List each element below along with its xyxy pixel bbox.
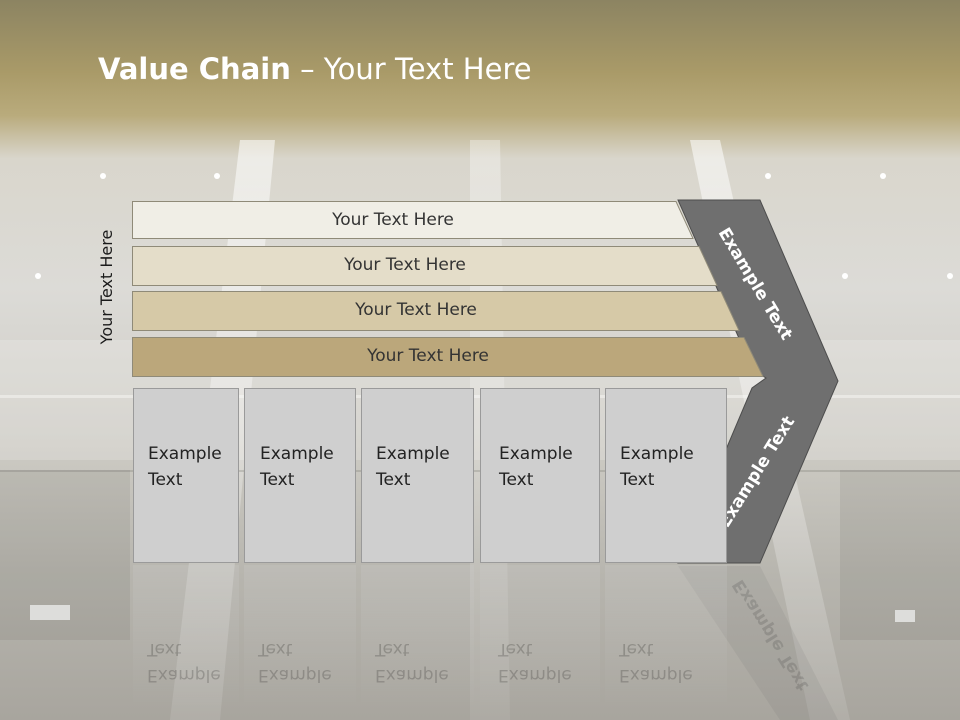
band-2: Your Text Here bbox=[132, 246, 718, 286]
band-2-label: Your Text Here bbox=[344, 255, 466, 275]
box-5-line1: Example bbox=[620, 444, 694, 464]
box-2-line2: Text bbox=[260, 470, 295, 490]
box-5-line2: Text bbox=[620, 470, 655, 490]
band-1: Your Text Here bbox=[132, 201, 694, 239]
box-4-line1: Example bbox=[499, 444, 573, 464]
activity-box-2: Example Text bbox=[244, 388, 356, 563]
band-1-label: Your Text Here bbox=[332, 210, 454, 230]
band-3: Your Text Here bbox=[132, 291, 740, 331]
band-4: Your Text Here bbox=[132, 337, 764, 377]
title-bold: Value Chain bbox=[98, 52, 291, 86]
activity-box-1: Example Text bbox=[133, 388, 239, 563]
band-4-label: Your Text Here bbox=[367, 346, 489, 366]
activity-box-3: Example Text bbox=[361, 388, 474, 563]
title-rest: – Your Text Here bbox=[290, 52, 532, 86]
box-3-line1: Example bbox=[376, 444, 450, 464]
box-3-line2: Text bbox=[376, 470, 411, 490]
activity-box-4: Example Text bbox=[480, 388, 600, 563]
box-4-line2: Text bbox=[499, 470, 534, 490]
band-3-label: Your Text Here bbox=[355, 300, 477, 320]
box-2-line1: Example bbox=[260, 444, 334, 464]
activity-box-5: Example Text bbox=[605, 388, 727, 563]
box-1-line1: Example bbox=[148, 444, 222, 464]
page-title: Value Chain – Your Text Here bbox=[98, 52, 532, 86]
box-1-line2: Text bbox=[148, 470, 183, 490]
